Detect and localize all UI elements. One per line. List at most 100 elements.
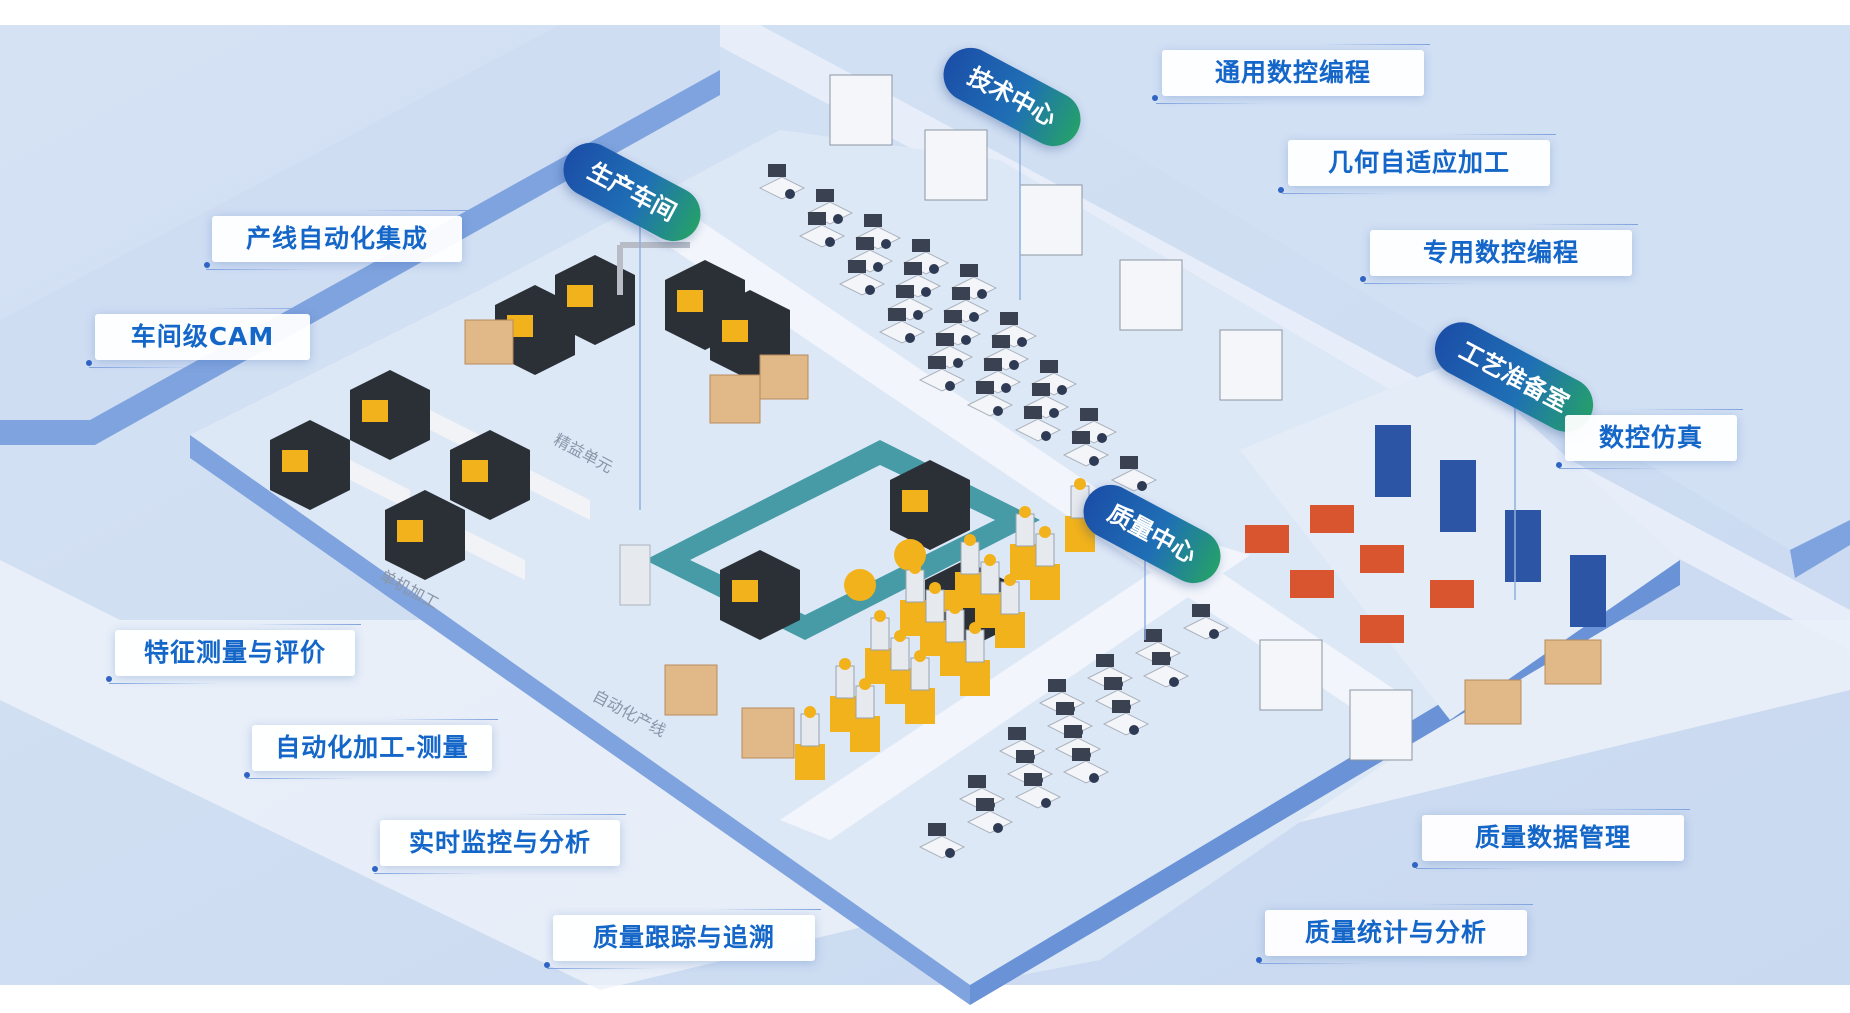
workstation [1110, 456, 1158, 492]
control-cabinet [619, 544, 651, 606]
measuring-machine [975, 554, 1005, 628]
cnc-machine [450, 430, 590, 520]
label-realtime-monitoring[interactable]: 实时监控与分析 [374, 814, 626, 874]
label-anchor-dot [372, 866, 378, 872]
label-quality-data-management[interactable]: 质量数据管理 [1416, 809, 1690, 869]
workstation-grid [758, 164, 1158, 492]
walkway-lower [780, 540, 1250, 840]
tech-center-area [758, 74, 1283, 492]
measuring-machine [1030, 526, 1060, 600]
label-anchor-dot [1412, 862, 1418, 868]
workstation [966, 381, 1014, 417]
workstation [1014, 406, 1062, 442]
label-workshop-cam[interactable]: 车间级CAM [89, 308, 316, 368]
workstation [798, 212, 846, 248]
label-anchor-dot [244, 772, 250, 778]
workstation [878, 308, 926, 344]
workstation [846, 237, 894, 273]
label-nc-simulation[interactable]: 数控仿真 [1559, 409, 1743, 469]
label-general-nc-programming[interactable]: 通用数控编程 [1156, 44, 1430, 104]
measuring-machine [960, 622, 990, 696]
label-anchor-dot [1256, 957, 1262, 963]
workstation [966, 798, 1014, 834]
precision-cell-area [464, 242, 809, 424]
label-auto-machining-measurement[interactable]: 自动化加工-测量 [246, 719, 498, 779]
workstation [918, 823, 966, 859]
display-wall [1349, 689, 1413, 761]
server-rack [1375, 425, 1411, 497]
workstation [942, 287, 990, 323]
label-anchor-dot [1278, 187, 1284, 193]
single-machine-area [270, 370, 590, 580]
workstation [1182, 604, 1230, 640]
robot-arm [844, 569, 876, 601]
operator-desk [1290, 570, 1334, 598]
measuring-machine [900, 562, 930, 636]
label-anchor-dot [106, 676, 112, 682]
measuring-machine [995, 574, 1025, 648]
server-rack [1570, 555, 1606, 627]
cnc-machine [555, 255, 635, 345]
measuring-machine [850, 678, 880, 752]
workstation [1142, 652, 1190, 688]
label-feature-measurement[interactable]: 特征测量与评价 [109, 624, 361, 684]
display-wall [924, 129, 988, 201]
measuring-machine [1010, 506, 1040, 580]
cnc-machine [890, 460, 970, 550]
workstation [1062, 748, 1110, 784]
server-rack [1440, 460, 1476, 532]
measuring-machine [905, 650, 935, 724]
platform-side-left [190, 435, 970, 1005]
label-special-nc-programming[interactable]: 专用数控编程 [1364, 224, 1638, 284]
label-quality-statistics[interactable]: 质量统计与分析 [1259, 904, 1533, 964]
label-anchor-dot [1360, 276, 1366, 282]
display-wall [1219, 329, 1283, 401]
operator-desk [1430, 580, 1474, 608]
label-anchor-dot [86, 360, 92, 366]
label-anchor-dot [544, 962, 550, 968]
workstation [1014, 773, 1062, 809]
workstation [918, 356, 966, 392]
label-anchor-dot [204, 262, 210, 268]
cnc-machine [720, 550, 800, 640]
workstation [838, 260, 886, 296]
operator-desk [1360, 615, 1404, 643]
prep-room-floor [1240, 360, 1680, 720]
quality-center-area [795, 478, 1413, 859]
operator-desk [1245, 525, 1289, 553]
display-wall [1259, 639, 1323, 711]
process-prep-area [1245, 425, 1606, 725]
display-wall [1019, 184, 1083, 256]
label-quality-tracing[interactable]: 质量跟踪与追溯 [547, 909, 821, 969]
cargo-pallet [1544, 639, 1602, 685]
operator-desk [1360, 545, 1404, 573]
measuring-machine [865, 610, 895, 684]
cargo-pallet [464, 319, 514, 365]
cargo-pallet [741, 707, 795, 759]
measuring-machine [940, 602, 970, 676]
cargo-pallet [759, 354, 809, 400]
cnc-machine [385, 490, 525, 580]
workstation-grid [918, 604, 1230, 859]
workstation [758, 164, 806, 200]
cargo-pallet [1464, 679, 1522, 725]
right-strip-edge [1790, 520, 1850, 578]
measuring-machine [795, 706, 825, 780]
label-line-automation-integration[interactable]: 产线自动化集成 [206, 210, 468, 270]
cargo-pallet [664, 664, 718, 716]
cnc-machine [270, 420, 410, 510]
workstation [1062, 431, 1110, 467]
measuring-machine [955, 534, 985, 608]
cargo-pallet [709, 374, 761, 424]
operator-desk [1310, 505, 1354, 533]
measuring-machine-grid [795, 478, 1095, 780]
display-wall [829, 74, 893, 146]
label-anchor-dot [1152, 95, 1158, 101]
workstation [1102, 700, 1150, 736]
label-geometry-adaptive-machining[interactable]: 几何自适应加工 [1282, 134, 1556, 194]
display-wall [1119, 259, 1183, 331]
walkway-upper [600, 180, 1410, 720]
server-rack [1505, 510, 1541, 582]
